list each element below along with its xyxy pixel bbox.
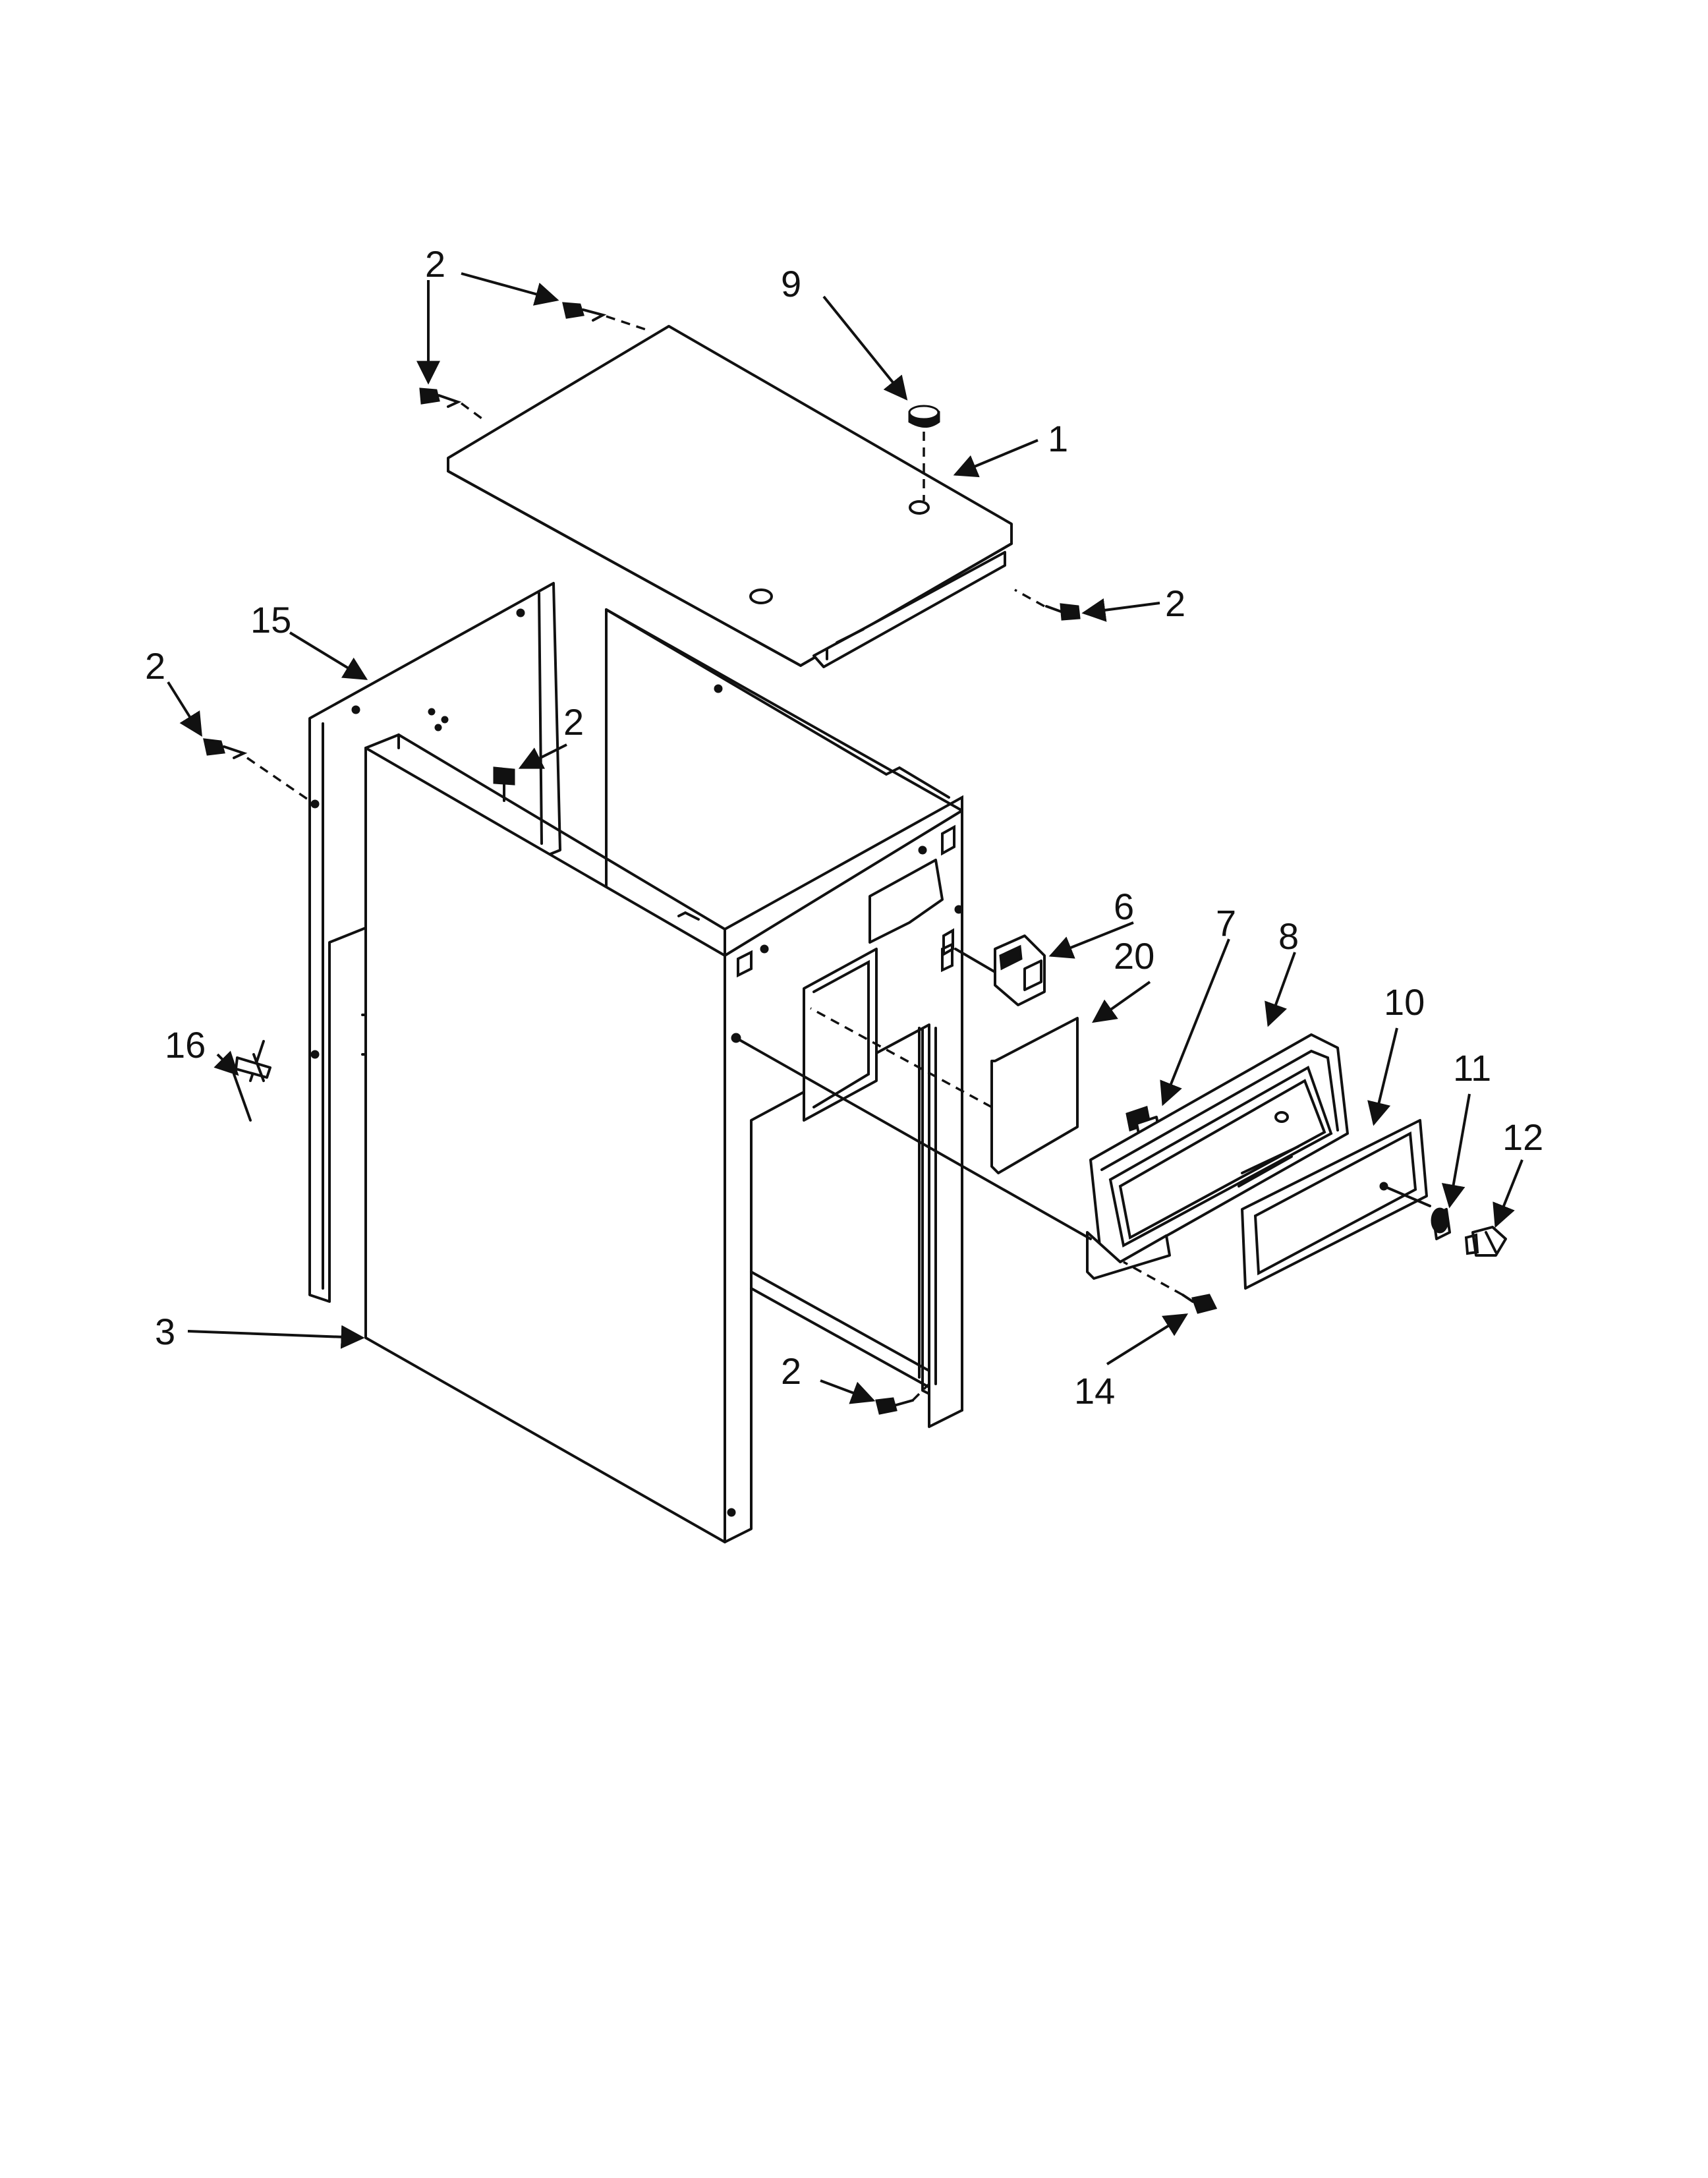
- callout-1: 1: [1048, 418, 1068, 459]
- callout-20: 20: [1114, 935, 1154, 977]
- callout-8: 8: [1278, 915, 1299, 957]
- part-9-plug: [908, 405, 940, 501]
- screw-2a: [562, 302, 646, 331]
- part-10-trim: [1241, 1119, 1431, 1290]
- assembly-line: [735, 1037, 1092, 1240]
- part-8-console: [1086, 1033, 1349, 1280]
- callout-labels: 2 9 1 2 15 2 2 6 20 7 8 10 16 11 12 3 2 …: [145, 243, 1543, 1412]
- callout-2-left: 2: [145, 645, 165, 687]
- callout-6: 6: [1114, 886, 1134, 927]
- part-3-cabinet: [364, 608, 963, 1543]
- part-14-screw: [1123, 1261, 1218, 1314]
- callout-7: 7: [1216, 902, 1236, 944]
- screw-2b: [419, 387, 488, 423]
- callout-16: 16: [165, 1024, 206, 1066]
- screw-2f: [875, 1383, 930, 1415]
- part-1-top-panel: [447, 325, 1013, 668]
- callout-9: 9: [781, 263, 801, 304]
- part-16-clip: [233, 1040, 271, 1122]
- callout-2-top-left: 2: [425, 243, 445, 285]
- screw-2c: [1014, 588, 1081, 621]
- part-11-knob-base: [1431, 1207, 1451, 1240]
- callout-2-bottom: 2: [781, 1350, 801, 1392]
- part-20-cover-plate: [810, 1007, 1079, 1174]
- callout-15: 15: [250, 599, 291, 641]
- callout-10: 10: [1384, 981, 1425, 1023]
- callout-3: 3: [155, 1311, 175, 1352]
- screw-2e: [493, 766, 515, 802]
- part-12-knob: [1464, 1226, 1507, 1257]
- callout-2-right: 2: [1165, 583, 1185, 624]
- screw-2d: [203, 738, 310, 802]
- callout-2-center: 2: [563, 701, 584, 743]
- callout-11: 11: [1453, 1047, 1491, 1089]
- leader-lines: [167, 272, 1523, 1404]
- callout-14: 14: [1074, 1370, 1115, 1412]
- part-6-switch: [954, 934, 1046, 1006]
- callout-12: 12: [1502, 1116, 1543, 1158]
